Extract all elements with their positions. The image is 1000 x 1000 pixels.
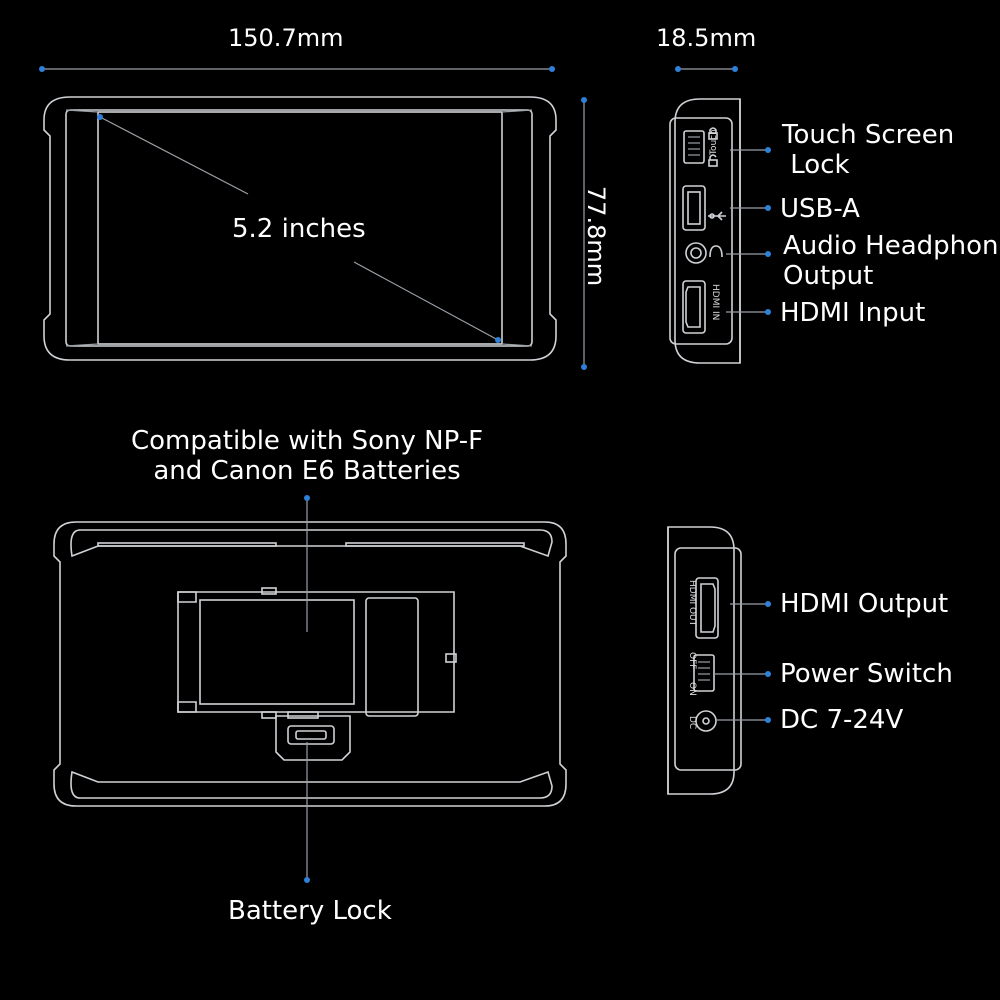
dc-marking: DC (687, 716, 697, 729)
usb-icon (708, 211, 726, 221)
depth-label: 18.5mm (656, 24, 757, 52)
off-marking: OFF (687, 652, 697, 669)
battery-lock-label: Battery Lock (228, 896, 392, 926)
hdmi-input-label: HDMI Input (780, 298, 926, 328)
hdmi-in-marking: HDMI IN (710, 284, 720, 320)
depth-dimension-line (675, 66, 738, 72)
width-dimension-line (39, 66, 555, 72)
power-switch-label: Power Switch (780, 659, 953, 689)
headphone-icon (709, 245, 723, 258)
usb-a-label: USB-A (780, 194, 860, 224)
hdmi-output-label: HDMI Output (780, 589, 949, 619)
left-side-view (667, 526, 771, 795)
height-dimension-line (581, 97, 587, 370)
touch-lock-label: Touch Screen Lock (782, 120, 955, 180)
touch-marking: Touch (709, 129, 719, 156)
hdmi-out-marking: HDMI OUT (687, 580, 697, 627)
front-view (43, 96, 557, 361)
right-side-view (669, 98, 771, 364)
back-view (53, 495, 567, 883)
dc-input-label: DC 7-24V (780, 705, 904, 735)
width-label: 150.7mm (228, 24, 344, 52)
screen-size-label: 5.2 inches (232, 214, 366, 244)
height-label: 77.8mm (582, 185, 611, 287)
lock-icon (708, 127, 718, 167)
on-marking: ON (687, 682, 697, 696)
